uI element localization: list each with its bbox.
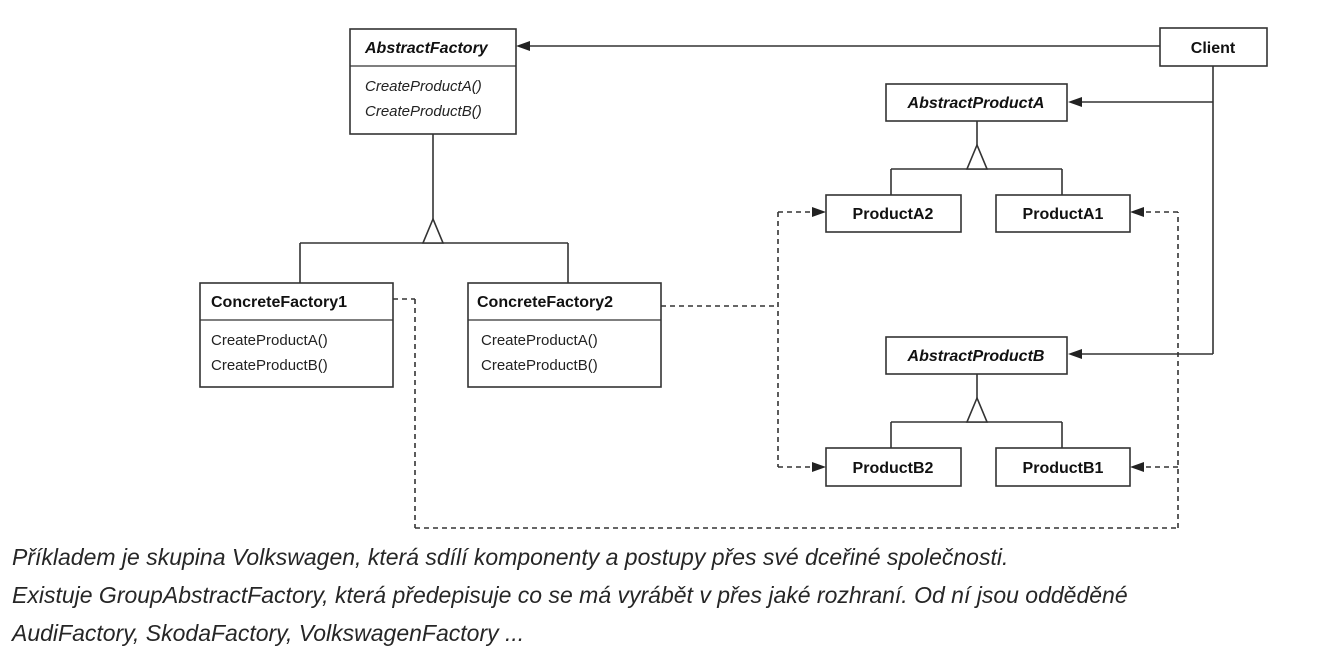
class-name: ConcreteFactory1 <box>211 294 347 311</box>
operation: CreateProductA() <box>211 332 328 349</box>
class-abstractproducta: AbstractProductA <box>885 83 1068 122</box>
client-to-productB-arrowhead <box>1068 349 1082 359</box>
operation: CreateProductB() <box>211 357 328 374</box>
class-productb1: ProductB1 <box>995 447 1131 487</box>
cf2-to-productB2-arrowhead <box>812 462 826 472</box>
caption-line: Příkladem je skupina Volkswagen, která s… <box>12 544 1009 570</box>
productB-inherit-triangle <box>965 395 989 423</box>
caption-line: Existuje GroupAbstractFactory, která pře… <box>12 582 1128 608</box>
class-concretefactory2: ConcreteFactory2 CreateProductA() Create… <box>467 282 662 388</box>
client-to-productA-arrowhead <box>1068 97 1082 107</box>
operation: CreateProductB() <box>481 357 598 374</box>
class-name: ProductA2 <box>853 206 934 223</box>
class-concretefactory1: ConcreteFactory1 CreateProductA() Create… <box>199 282 394 388</box>
class-abstractproductb: AbstractProductB <box>885 336 1068 375</box>
class-producta2: ProductA2 <box>825 194 962 233</box>
class-abstractfactory: AbstractFactory CreateProductA() CreateP… <box>349 28 517 135</box>
operation: CreateProductA() <box>365 78 482 95</box>
caption-line: AudiFactory, SkodaFactory, VolkswagenFac… <box>12 620 525 646</box>
class-producta1: ProductA1 <box>995 194 1131 233</box>
client-to-abstractfactory-arrowhead <box>516 41 530 51</box>
class-name: Client <box>1191 40 1236 57</box>
cf1-to-productB1-arrowhead <box>1130 462 1144 472</box>
factory-inherit-triangle <box>421 216 445 244</box>
uml-class-diagram: AbstractFactory CreateProductA() CreateP… <box>199 27 1268 529</box>
cf1-to-productA1-arrowhead <box>1130 207 1144 217</box>
class-client: Client <box>1159 27 1268 67</box>
class-name: AbstractFactory <box>364 40 489 57</box>
class-name: ProductA1 <box>1023 206 1104 223</box>
operation: CreateProductA() <box>481 332 598 349</box>
productA-inherit-triangle <box>965 142 989 170</box>
class-name: ConcreteFactory2 <box>477 294 613 311</box>
caption: Příkladem je skupina Volkswagen, která s… <box>12 538 1312 652</box>
class-name: ProductB1 <box>1023 460 1104 477</box>
class-name: AbstractProductA <box>907 95 1045 112</box>
cf2-to-productA2-arrowhead <box>812 207 826 217</box>
class-name: ProductB2 <box>853 460 934 477</box>
class-name: AbstractProductB <box>907 348 1045 365</box>
class-productb2: ProductB2 <box>825 447 962 487</box>
operation: CreateProductB() <box>365 103 482 120</box>
